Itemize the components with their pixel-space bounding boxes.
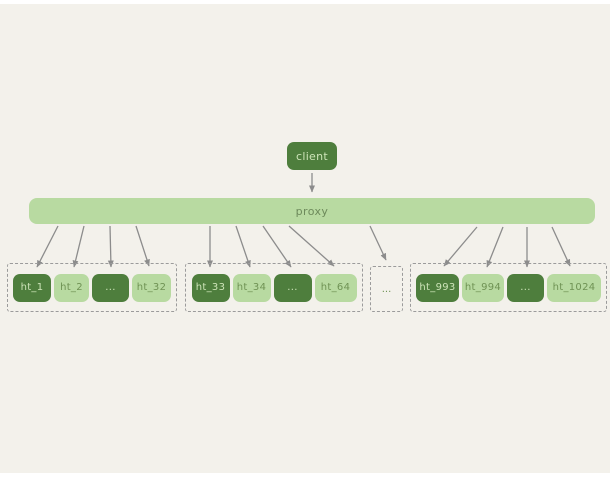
arrow-proxy-to-ht_1024 bbox=[551, 226, 571, 267]
arrow-proxy-to-more-groups bbox=[369, 225, 387, 261]
arrow-proxy-to-ht_2 bbox=[72, 225, 85, 268]
shard-node-label: ht_994 bbox=[464, 282, 502, 293]
shard-node-ellipsis-3: ... bbox=[507, 273, 544, 302]
arrow-proxy-to-ht_34 bbox=[235, 225, 251, 268]
arrow-proxy-to-ht_32 bbox=[135, 225, 150, 267]
shard-node-ht_32: ht_32 bbox=[132, 273, 171, 302]
arrow-proxy-to-g2-etc bbox=[262, 225, 292, 268]
shard-node-label: ht_993 bbox=[419, 282, 456, 293]
shard-node-label: ht_2 bbox=[60, 282, 83, 293]
shard-node-label: ... bbox=[105, 282, 116, 293]
shard-node-ht_1024: ht_1024 bbox=[547, 273, 601, 302]
shard-group-3: ht_993 ht_994 ... ht_1024 bbox=[410, 263, 607, 312]
shard-node-ht_1: ht_1 bbox=[13, 273, 51, 302]
diagram-canvas: client proxy bbox=[0, 4, 610, 473]
shard-node-label: ht_33 bbox=[195, 282, 226, 293]
shard-group-1: ht_1 ht_2 ... ht_32 bbox=[7, 263, 177, 312]
client-node: client bbox=[287, 142, 337, 170]
shard-node-label: ht_1024 bbox=[552, 282, 596, 293]
client-node-label: client bbox=[295, 149, 328, 163]
shard-node-ht_33: ht_33 bbox=[191, 273, 230, 302]
shard-node-label: ht_32 bbox=[136, 282, 167, 293]
proxy-node: proxy bbox=[29, 198, 595, 224]
shard-node-ht_994: ht_994 bbox=[462, 273, 504, 302]
shard-node-ellipsis-1: ... bbox=[92, 273, 129, 302]
shard-node-ht_64: ht_64 bbox=[314, 273, 357, 302]
shard-node-label: ... bbox=[287, 282, 298, 293]
connector-arrows bbox=[36, 173, 571, 268]
shard-node-ht_34: ht_34 bbox=[232, 273, 271, 302]
shard-node-ellipsis-2: ... bbox=[273, 273, 312, 302]
arrow-proxy-to-ht_1 bbox=[36, 225, 59, 268]
arrow-proxy-to-g1-etc bbox=[107, 225, 114, 268]
arrow-proxy-to-ht_994 bbox=[486, 226, 504, 268]
shard-node-label: ht_34 bbox=[236, 282, 267, 293]
shard-node-label: ... bbox=[520, 282, 531, 293]
shard-node-ht_993: ht_993 bbox=[416, 273, 459, 302]
shard-node-label: ht_1 bbox=[20, 282, 44, 293]
arrow-proxy-to-ht_64 bbox=[288, 225, 335, 267]
shard-group-2: ht_33 ht_34 ... ht_64 bbox=[185, 263, 363, 312]
shard-node-label: ht_64 bbox=[320, 282, 351, 293]
more-groups-label: ... bbox=[381, 283, 392, 295]
proxy-node-label: proxy bbox=[295, 204, 329, 218]
arrow-proxy-to-ht_993 bbox=[443, 226, 478, 267]
more-groups-box: ... bbox=[370, 266, 403, 312]
shard-node-ht_2: ht_2 bbox=[54, 273, 89, 302]
